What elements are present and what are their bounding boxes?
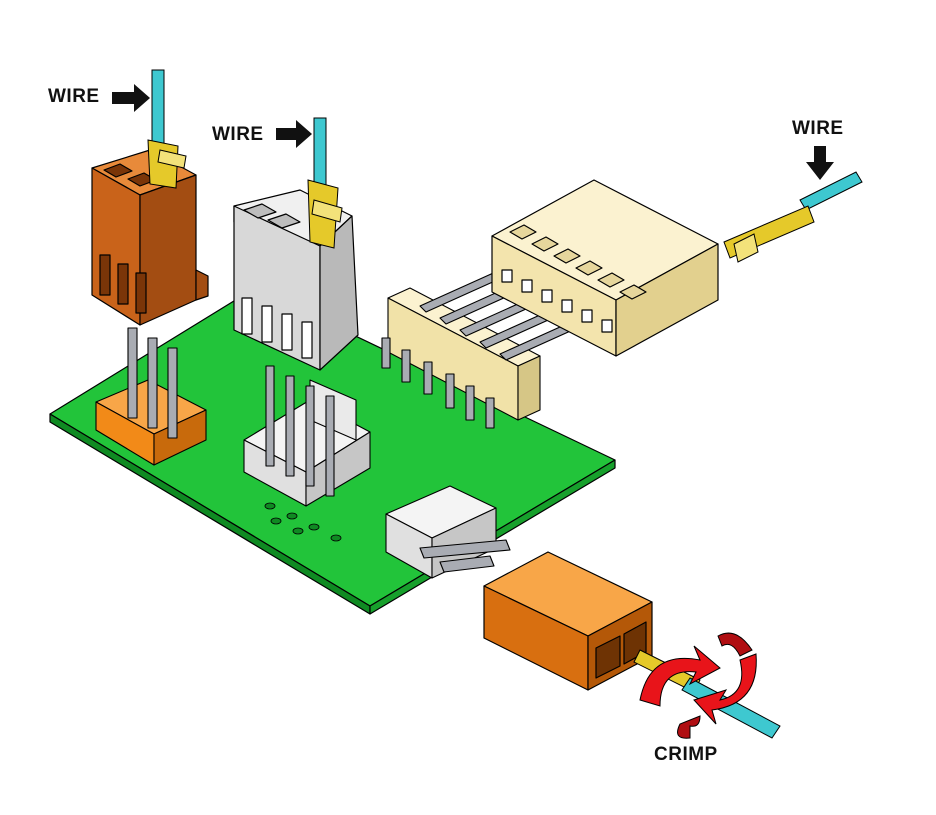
wire-arrow-3-icon — [806, 146, 834, 180]
wire-label-1: WIRE — [48, 86, 100, 107]
wire-3-terminal — [723, 171, 863, 263]
wire-2-terminal — [307, 117, 343, 249]
wire-arrow-1-icon — [112, 84, 150, 112]
orange-housing-bottom — [483, 551, 653, 691]
crimp-label: CRIMP — [654, 744, 718, 765]
crimp-arrows-icon — [639, 632, 757, 739]
pcb-holes — [264, 502, 342, 542]
gray-housing — [233, 189, 359, 371]
wire-arrow-2-icon — [276, 120, 312, 148]
wire-label-2: WIRE — [212, 124, 264, 145]
orange-header-left — [95, 327, 207, 466]
wire-1-terminal — [147, 69, 187, 189]
white-header-front — [385, 485, 511, 579]
wire-label-3: WIRE — [792, 118, 844, 139]
cream-housing — [491, 179, 719, 357]
white-header-middle — [243, 365, 371, 507]
